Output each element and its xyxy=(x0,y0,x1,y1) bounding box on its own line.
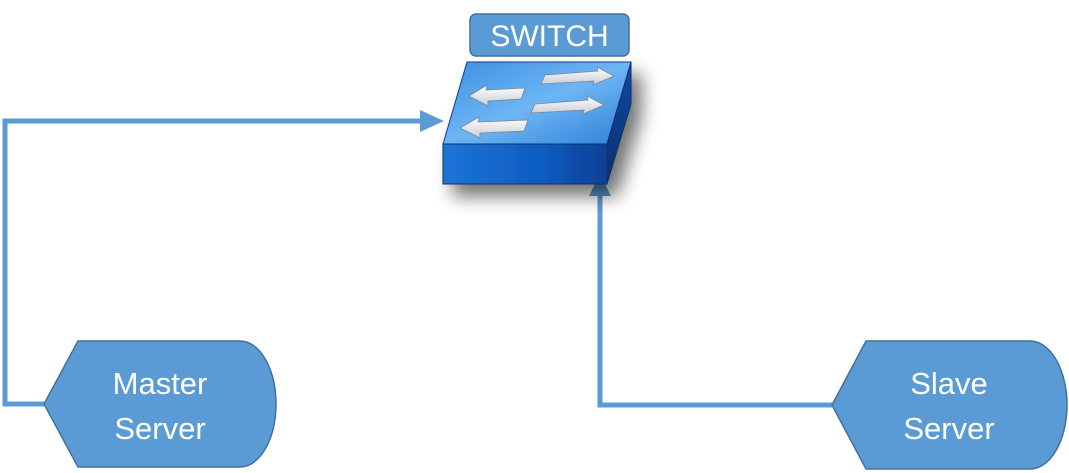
master-connector-arrowhead xyxy=(420,110,444,132)
master-to-switch-connector xyxy=(2,118,424,407)
master-server-label-line2: Server xyxy=(114,411,205,446)
slave-server-node: Slave Server xyxy=(831,340,1068,470)
master-server-node: Master Server xyxy=(43,340,277,468)
master-server-label-line1: Master xyxy=(113,366,208,401)
network-switch-icon xyxy=(442,61,632,185)
switch-label-box: SWITCH xyxy=(469,13,630,57)
slave-to-switch-connector xyxy=(597,192,832,408)
switch-label: SWITCH xyxy=(490,20,608,53)
slave-server-label-line1: Slave xyxy=(910,366,988,401)
slave-server-label-line2: Server xyxy=(903,411,994,446)
switch-arrows-icon xyxy=(459,66,615,139)
slave-connector-arrowhead xyxy=(589,174,611,196)
